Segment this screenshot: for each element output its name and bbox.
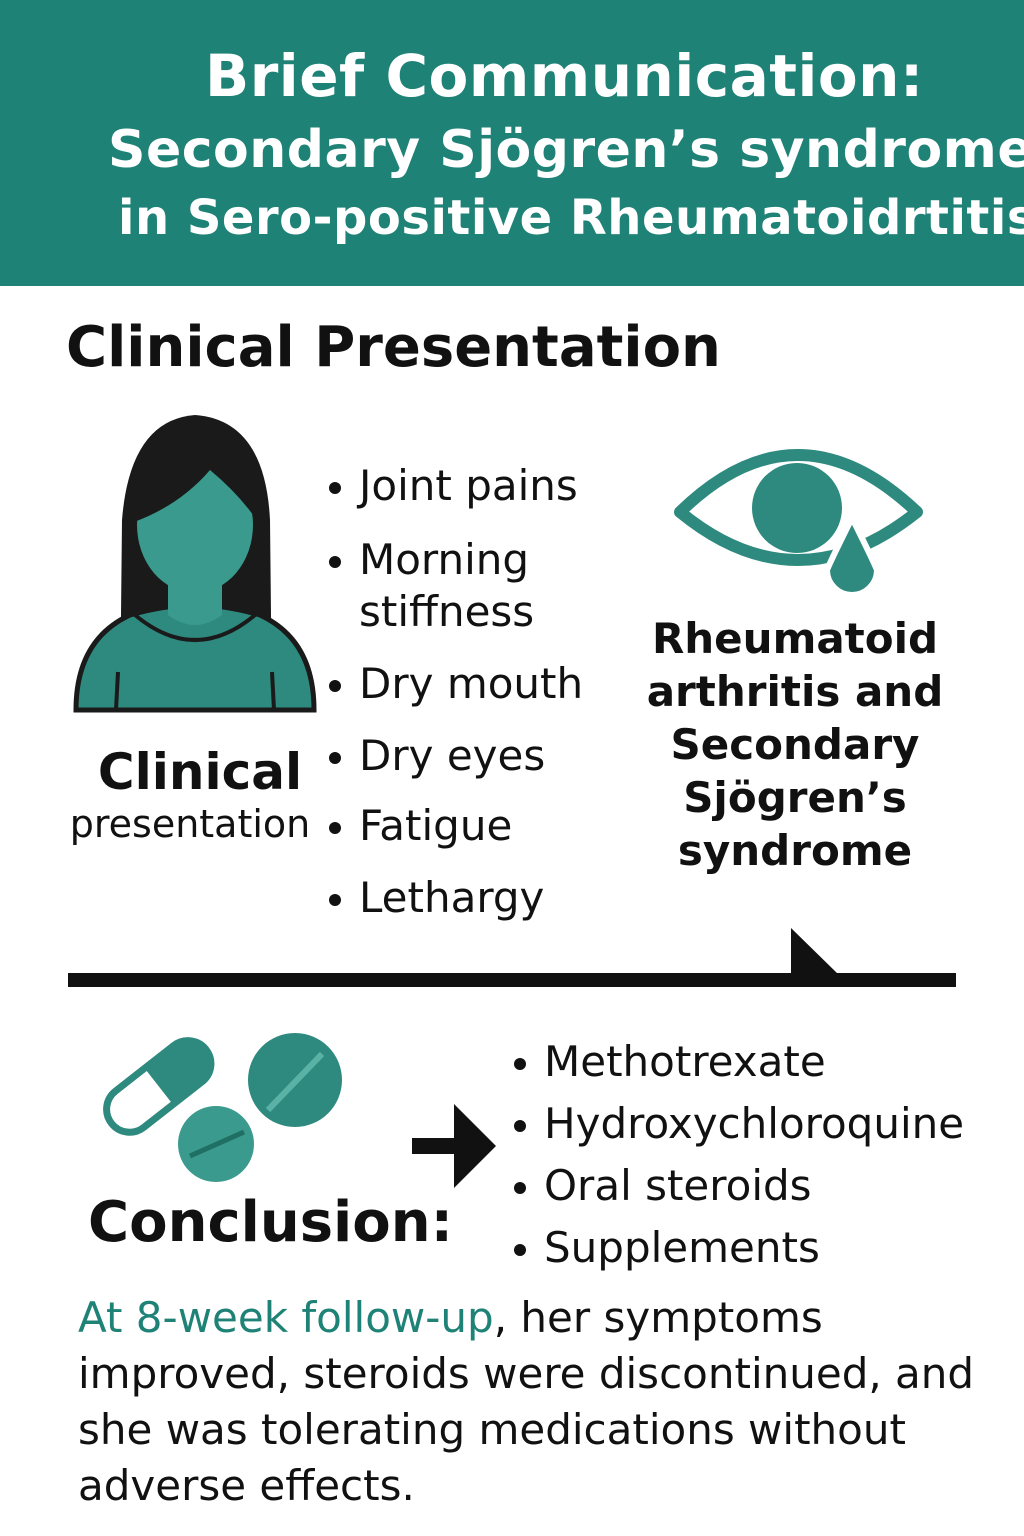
eye-caption-line: syndrome [677, 826, 913, 875]
eye-caption-line: Sjögren’s [683, 773, 907, 822]
symptom-text: Morning [359, 535, 530, 584]
bullet-icon [329, 680, 341, 692]
symptom-text: Dry mouth [359, 659, 584, 708]
symptom-text: Dry eyes [359, 731, 546, 780]
header-title-line-3: in Sero-positive Rheumatoidrtitis [118, 190, 1024, 246]
symptom-text: Fatigue [359, 801, 513, 850]
bullet-icon [329, 752, 341, 764]
bullet-icon [329, 556, 341, 568]
header-banner: Brief Communication: Secondary Sjögren’s… [0, 0, 1024, 286]
bullet-icon [329, 894, 341, 906]
capsule-icon [103, 1037, 215, 1136]
conclusion-body: , her symptoms improved, steroids were d… [78, 1293, 975, 1510]
list-item: Morning [325, 534, 529, 586]
person-icon [70, 410, 320, 724]
bullet-icon [514, 1120, 526, 1132]
list-item: Hydroxychloroquine [510, 1098, 964, 1150]
medication-text: Oral steroids [544, 1161, 812, 1210]
bullet-icon [329, 822, 341, 834]
eye-caption-line: Secondary [670, 720, 920, 769]
symptom-text: Lethargy [359, 873, 545, 922]
header-title-line-1: Brief Communication: [205, 42, 924, 110]
list-item: Methotrexate [510, 1036, 826, 1088]
eye-caption: Rheumatoid arthritis and Secondary Sjögr… [640, 612, 950, 877]
conclusion-paragraph: At 8-week follow-up, her symptoms improv… [78, 1290, 978, 1514]
medication-text: Methotrexate [544, 1037, 826, 1086]
medication-text: Supplements [544, 1223, 820, 1272]
bullet-icon [514, 1058, 526, 1070]
symptom-text: Joint pains [359, 461, 578, 510]
list-item: Fatigue [325, 800, 512, 852]
person-caption-line-1: Clinical [97, 743, 303, 801]
eye-tear-icon [672, 438, 927, 612]
list-item: Supplements [510, 1222, 820, 1274]
list-item: Joint pains [325, 460, 578, 512]
bullet-icon [514, 1244, 526, 1256]
medication-icon-group [100, 1028, 350, 1192]
list-item: Dry eyes [325, 730, 545, 782]
arrow-right-icon [412, 1100, 498, 1194]
conclusion-title: Conclusion: [88, 1190, 453, 1255]
person-caption-line-2: presentation [69, 802, 311, 846]
list-item: Lethargy [325, 872, 544, 924]
symptom-text: stiffness [359, 587, 535, 636]
bullet-icon [514, 1182, 526, 1194]
eye-caption-line: Rheumatoid [651, 614, 939, 663]
list-item: Oral steroids [510, 1160, 812, 1212]
follow-up-highlight: At 8-week follow-up [78, 1293, 494, 1342]
list-item: stiffness [325, 586, 534, 638]
bullet-icon [329, 482, 341, 494]
medication-text: Hydroxychloroquine [544, 1099, 965, 1148]
person-caption: Clinical presentation [70, 742, 320, 846]
timeline-divider [68, 924, 958, 994]
eye-caption-line: arthritis and [646, 667, 944, 716]
list-item: Dry mouth [325, 658, 583, 710]
clinical-section-title: Clinical Presentation [66, 315, 721, 380]
header-title-line-2: Secondary Sjögren’s syndrome [108, 120, 1024, 180]
